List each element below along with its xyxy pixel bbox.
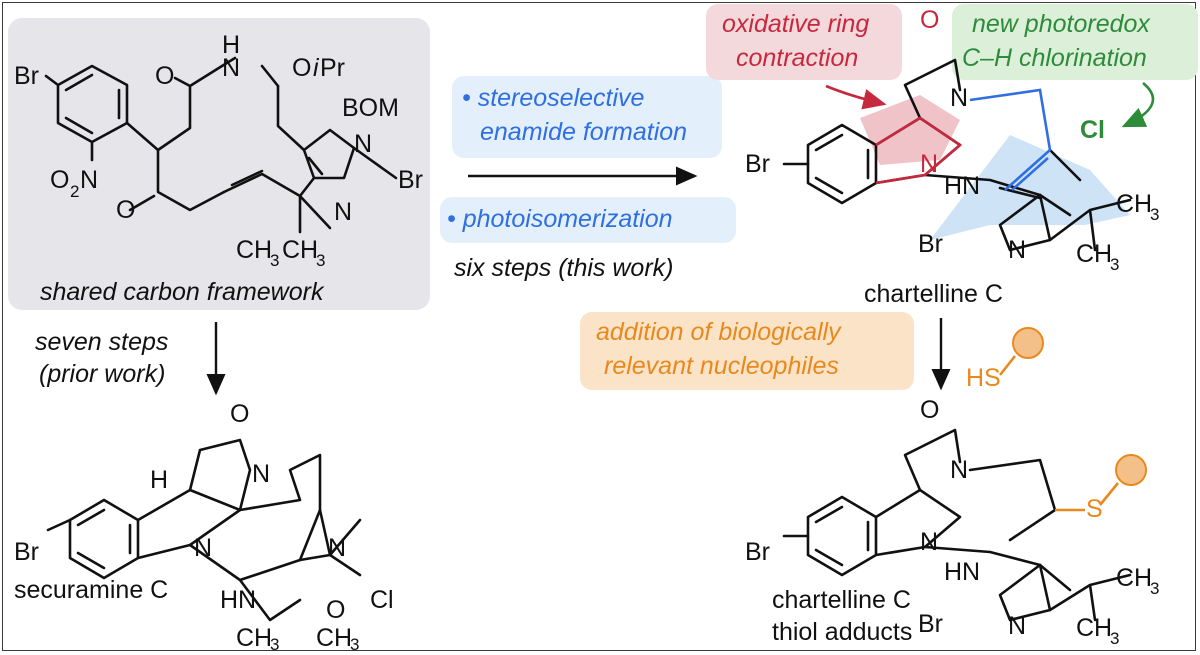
chartelline-br2: Br	[918, 230, 943, 258]
oxidative-box	[706, 4, 902, 80]
framework-ketone-o: O	[116, 196, 136, 224]
framework-ch3-c: CH	[236, 236, 273, 264]
adduct-ch3b-c: CH	[1076, 614, 1113, 642]
chartelline-c-label: chartelline C	[864, 280, 1003, 308]
securamine-n2: N	[194, 534, 213, 562]
framework-o2n-o: O	[50, 166, 70, 194]
adduct-br2: Br	[918, 610, 943, 638]
framework-bom: BOM	[342, 94, 399, 122]
photoredox-box	[952, 4, 1198, 80]
securamine-cl: Cl	[370, 586, 394, 614]
chlorination-label: C–H chlorination	[962, 44, 1147, 72]
adduct-s-tail	[1098, 482, 1120, 506]
chartelline-o: O	[920, 6, 940, 34]
chartelline-ch3b-c: CH	[1076, 240, 1113, 268]
adduct-ch3b-3: 3	[1110, 629, 1120, 648]
adduct-hn: HN	[944, 558, 981, 586]
nucleophiles-label: relevant nucleophiles	[604, 352, 839, 380]
framework-oipr-o: O	[292, 54, 312, 82]
framework-o2n-n: N	[80, 166, 99, 194]
framework-amide-h: H	[222, 31, 241, 59]
securamine-ch3a-c: CH	[236, 624, 273, 652]
prior-work-label: (prior work)	[39, 360, 166, 388]
addition-box	[580, 312, 914, 390]
adduct-nucleophile-sphere	[1115, 454, 1147, 486]
hs-tail	[998, 355, 1017, 376]
securamine-o: O	[230, 400, 250, 428]
adduct-br: Br	[745, 538, 770, 566]
oxidative-label: oxidative ring	[722, 10, 870, 38]
securamine-hn: HN	[220, 586, 257, 614]
adduct-molecule	[782, 428, 1132, 622]
chartelline-blue-bonds	[969, 88, 1052, 191]
chartelline-n2: N	[920, 150, 939, 178]
securamine-h: H	[150, 466, 169, 494]
addition-label: addition of biologically	[596, 318, 841, 346]
adduct-n1: N	[950, 456, 969, 484]
stereoselective-label: • stereoselective	[462, 84, 645, 112]
adduct-n3: N	[1008, 612, 1027, 640]
framework-amide-n: N	[222, 54, 241, 82]
arrow-oxidative	[825, 84, 887, 110]
framework-oipr-i: i	[313, 54, 319, 82]
securamine-molecule	[46, 438, 362, 622]
photoredox-label: new photoredox	[972, 10, 1150, 38]
chartelline-br: Br	[745, 150, 770, 178]
hs-nucleophile-sphere	[1012, 327, 1044, 359]
framework-ch3b-3: 3	[316, 251, 326, 270]
contraction-label: contraction	[736, 44, 859, 72]
adduct-label-1: chartelline C	[772, 586, 911, 614]
chartelline-n3: N	[1008, 236, 1027, 264]
framework-molecule	[44, 56, 398, 234]
securamine-n3: N	[328, 534, 347, 562]
method-box-2	[440, 197, 736, 243]
framework-amide-o: O	[155, 62, 175, 90]
seven-steps-label: seven steps	[35, 328, 169, 356]
chartelline-n1: N	[950, 84, 969, 112]
framework-oipr-pr: Pr	[320, 54, 345, 82]
chartelline-red-bonds	[875, 116, 963, 185]
framework-ch3-3: 3	[270, 251, 280, 270]
photoisomerization-label: • photoisomerization	[447, 205, 673, 233]
six-steps-label: six steps (this work)	[454, 254, 674, 282]
method-box-1	[452, 76, 722, 158]
chartelline-ch3a-3: 3	[1150, 205, 1160, 224]
adduct-s: S	[1086, 495, 1103, 523]
framework-br: Br	[14, 62, 39, 90]
adduct-ch3a-c: CH	[1116, 564, 1153, 592]
arrow-chlorination	[1121, 81, 1155, 128]
hs-label: HS	[966, 364, 1001, 392]
securamine-n1: N	[252, 460, 271, 488]
framework-imid-br: Br	[398, 166, 423, 194]
securamine-br: Br	[14, 538, 39, 566]
adduct-label-2: thiol adducts	[772, 618, 913, 646]
chartelline-cl: Cl	[1080, 116, 1105, 144]
enamide-label: enamide formation	[480, 118, 688, 146]
securamine-ch3b-3: 3	[350, 635, 360, 654]
chartelline-red-highlight	[860, 95, 960, 165]
adduct-ch3a-3: 3	[1150, 579, 1160, 598]
framework-benzene	[56, 64, 129, 144]
framework-imid-n1: N	[354, 130, 373, 158]
chartelline-blue-highlight	[930, 135, 1130, 240]
framework-imid-n2: N	[334, 198, 353, 226]
securamine-label: securamine C	[14, 576, 169, 604]
chartelline-hn: HN	[944, 172, 981, 200]
securamine-ch3a-3: 3	[270, 635, 280, 654]
securamine-ch3b-c: CH	[316, 624, 353, 652]
shared-framework-label: shared carbon framework	[40, 278, 324, 306]
framework-ch3b-c: CH	[282, 236, 319, 264]
securamine-o2: O	[326, 596, 346, 624]
chartelline-ch3b-3: 3	[1110, 255, 1120, 274]
framework-o2n-2: 2	[70, 182, 80, 201]
adduct-n2: N	[920, 528, 939, 556]
chartelline-ch3a-c: CH	[1116, 190, 1153, 218]
adduct-o: O	[920, 396, 940, 424]
